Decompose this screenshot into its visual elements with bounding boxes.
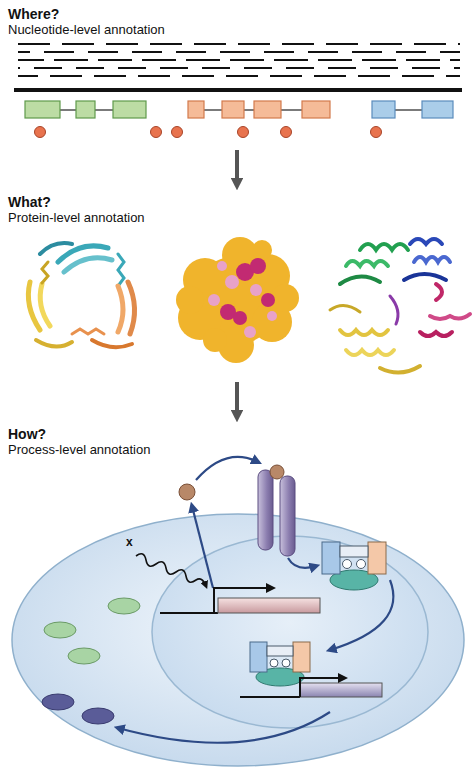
- section-heading: How?: [8, 426, 46, 442]
- signal-arrow: [330, 580, 393, 650]
- gene-models: [25, 101, 453, 118]
- genome-line: [14, 88, 462, 92]
- gene-two: [240, 678, 382, 697]
- section-subtitle: Process-level annotation: [8, 443, 150, 458]
- flow-arrow: [235, 150, 239, 184]
- cell: [12, 514, 464, 766]
- gene-one: [160, 588, 320, 613]
- ligand: [270, 465, 284, 479]
- product-arrow: [118, 712, 330, 743]
- section-heading: What?: [8, 194, 51, 210]
- secretion-arrow: [192, 506, 213, 588]
- section-subtitle: Nucleotide-level annotation: [8, 23, 165, 38]
- ligand: [179, 484, 195, 500]
- cytoplasm-proteins: [42, 598, 140, 724]
- protein-surface: [176, 237, 299, 363]
- flow-arrow: [235, 382, 239, 416]
- signal-arrow: [288, 558, 316, 568]
- nucleus: [152, 536, 428, 728]
- variant-dots: [35, 127, 382, 138]
- protein-complex: [330, 239, 470, 373]
- receptor: [258, 470, 295, 556]
- sequence-reads: [18, 44, 460, 76]
- mutagen-arrow: [136, 554, 206, 586]
- transcription-complex: [322, 542, 386, 590]
- mutagen-label: x: [126, 536, 133, 550]
- signal-arrow: [196, 457, 258, 480]
- section-heading: Where?: [8, 6, 59, 22]
- protein-ring: [28, 243, 134, 347]
- section-subtitle: Protein-level annotation: [8, 211, 145, 226]
